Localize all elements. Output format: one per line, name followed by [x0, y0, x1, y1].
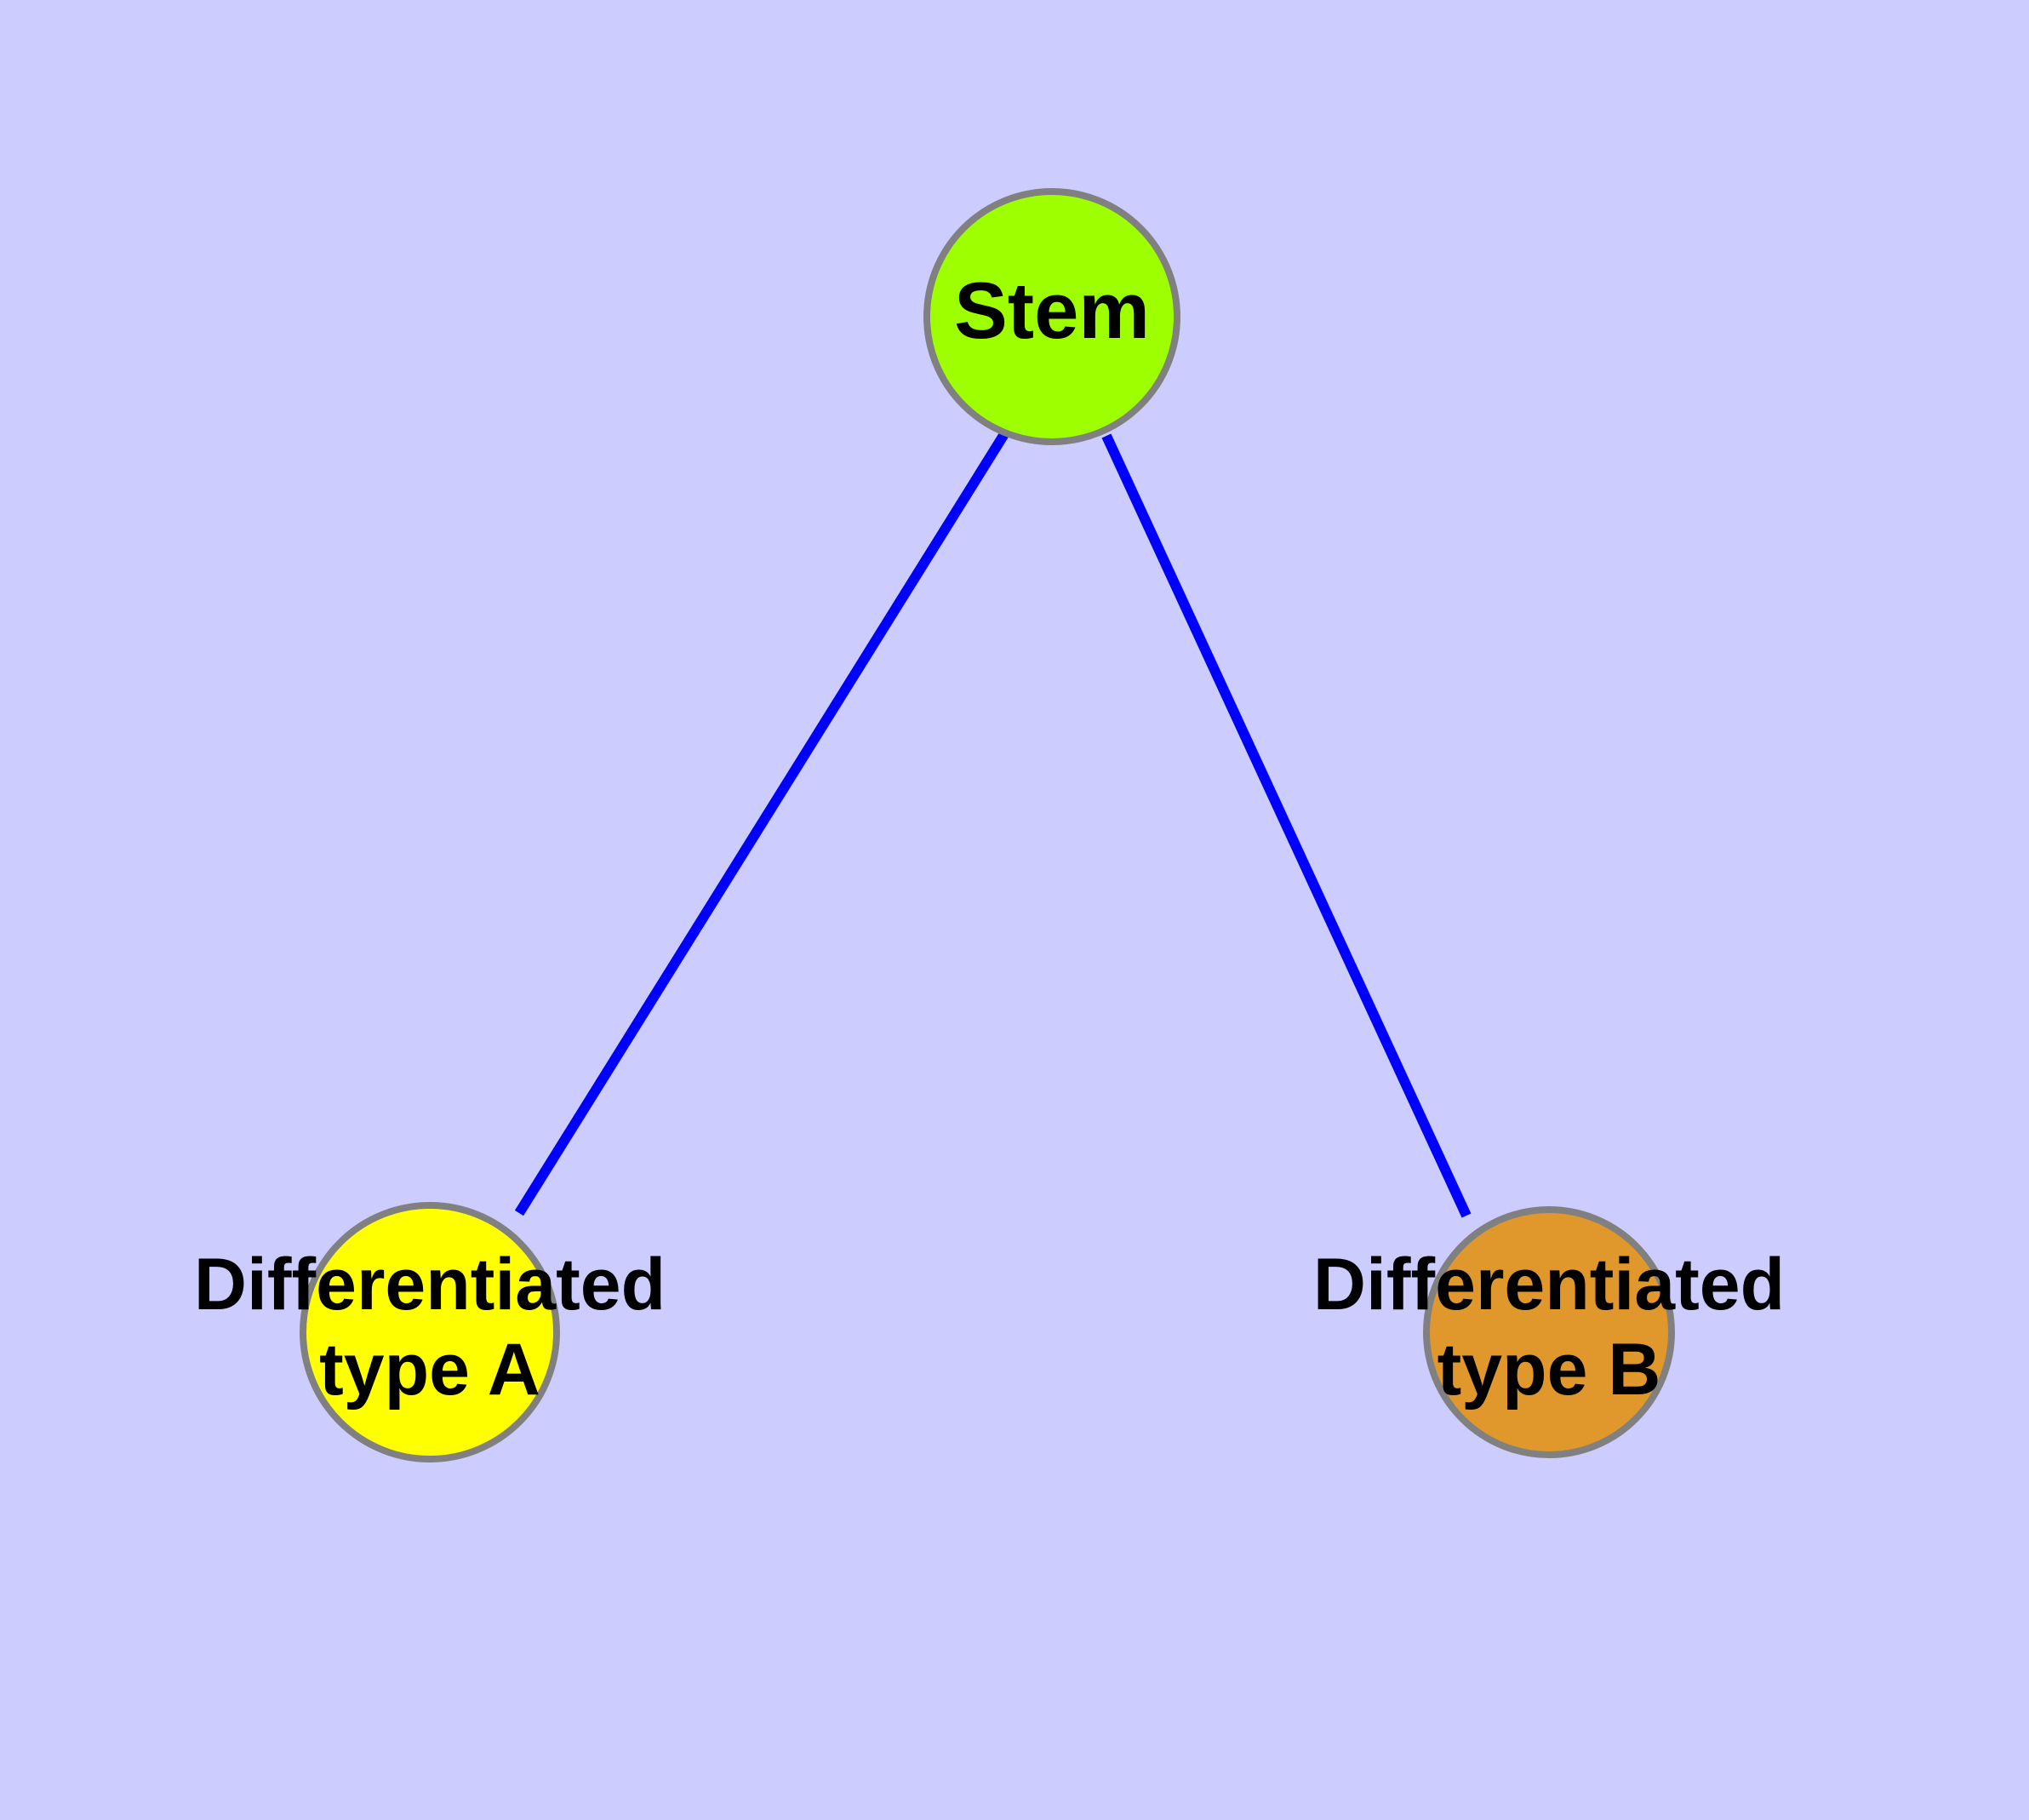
edges-layer [514, 431, 1472, 1218]
node-label-line: type A [319, 1329, 540, 1411]
node-circle-diff_b[interactable] [1423, 1206, 1675, 1458]
node-label-stem: Stem [954, 266, 1150, 355]
node-circle-diff_a[interactable] [300, 1202, 560, 1462]
node-circle-stem[interactable] [923, 188, 1180, 445]
node-label-line: type B [1437, 1329, 1661, 1411]
edge-stem-to-diff-a[interactable] [514, 431, 1009, 1216]
node-label-line: Differentiated [194, 1244, 666, 1325]
node-stem[interactable]: Stem [923, 188, 1180, 445]
node-label-line: Differentiated [1313, 1244, 1785, 1325]
edge-stem-to-diff-b[interactable] [1101, 433, 1472, 1218]
node-label-line: Stem [954, 266, 1150, 355]
